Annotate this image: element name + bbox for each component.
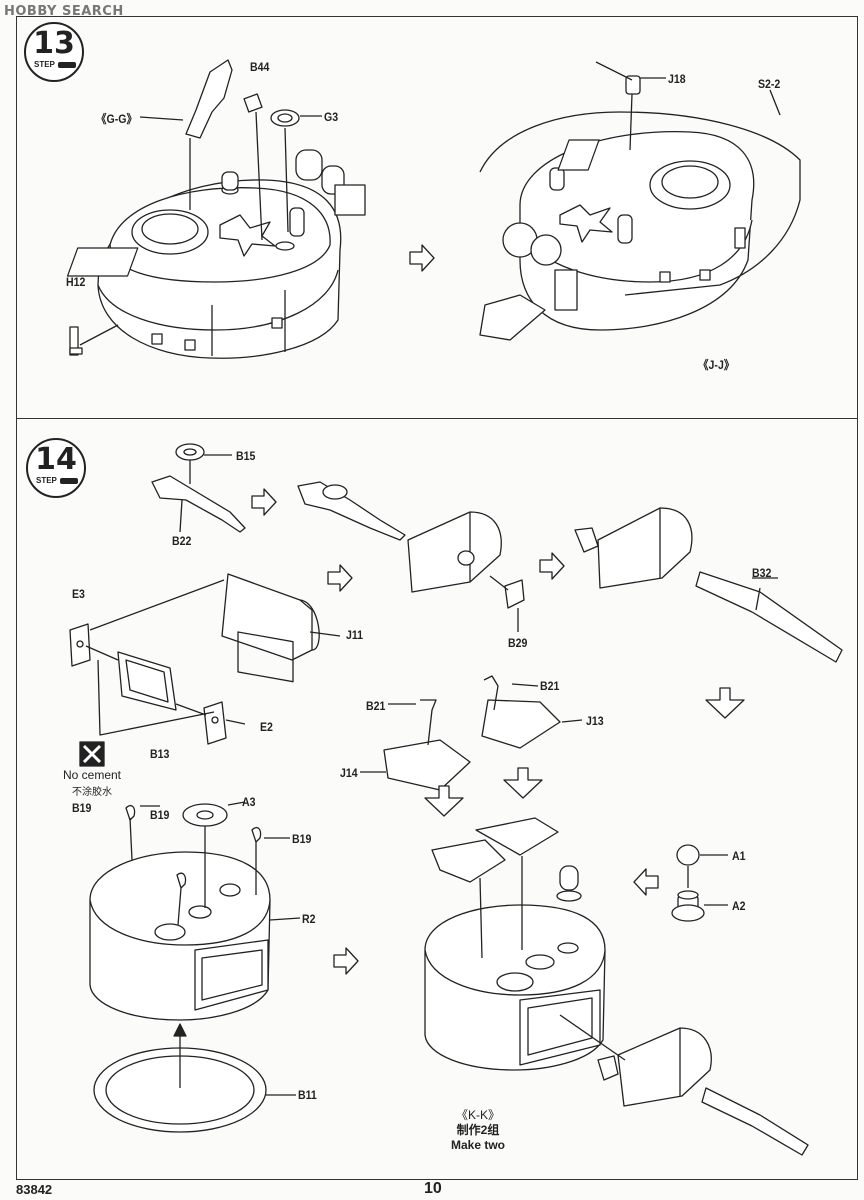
no-cement-symbol <box>79 741 105 767</box>
label-r2: R2 <box>302 912 316 926</box>
arrow-14b <box>539 552 565 580</box>
label-j14: J14 <box>340 766 358 780</box>
turret-ring-right <box>424 844 809 1156</box>
label-jj: 《J-J》 <box>698 358 735 372</box>
label-a3: A3 <box>242 795 256 809</box>
turret-13-left <box>66 59 366 359</box>
step-14-panel <box>16 418 858 1180</box>
hatch-assemblies <box>360 675 583 883</box>
make-two-en: Make two <box>450 1138 505 1152</box>
label-e2: E2 <box>260 720 273 734</box>
label-e3: E3 <box>72 587 85 601</box>
label-b29: B29 <box>508 636 528 650</box>
arrow-14c <box>327 564 353 592</box>
turret-13-right <box>479 61 801 341</box>
make-two-cn: 制作2组 <box>456 1123 500 1137</box>
periscope-assembly <box>69 573 341 745</box>
label-j18: J18 <box>668 72 686 86</box>
label-b19-mid: B19 <box>150 808 170 822</box>
label-a1: A1 <box>732 849 746 863</box>
label-b44: B44 <box>250 60 270 74</box>
label-gg: 《G-G》 <box>96 112 138 126</box>
arrow-14a <box>251 488 277 516</box>
label-b19-right: B19 <box>292 832 312 846</box>
label-j13: J13 <box>586 714 604 728</box>
gun-assembly <box>574 507 843 663</box>
arrow-14f <box>503 767 543 799</box>
page-number: 10 <box>424 1180 442 1197</box>
label-b32: B32 <box>752 566 772 580</box>
label-b19-left: B19 <box>72 801 92 815</box>
label-h12: H12 <box>66 275 86 289</box>
label-b13: B13 <box>150 747 170 761</box>
label-g3: G3 <box>324 110 339 124</box>
label-b11: B11 <box>298 1088 317 1102</box>
arrow-14h <box>333 947 359 975</box>
no-cement-en: No cement <box>62 768 122 782</box>
step-14-number: 14 <box>35 442 77 477</box>
step-13-badge: 13 STEP <box>24 22 84 82</box>
arrow-13 <box>409 244 435 272</box>
no-cement-cn: 不涂胶水 <box>72 787 112 798</box>
mantlet-assembly <box>297 481 525 632</box>
step-14-word: STEP <box>36 476 57 485</box>
kk-caption: 《K-K》 <box>455 1108 500 1122</box>
label-a2: A2 <box>732 899 746 913</box>
turret-ring-left <box>89 801 301 1133</box>
arrow-14d <box>705 687 745 719</box>
tank-icon <box>58 62 76 68</box>
arrow-14e <box>424 785 464 817</box>
step-14-badge: 14 STEP <box>26 438 86 498</box>
machine-gun-assembly <box>151 443 246 533</box>
label-s2-2: S2-2 <box>758 77 781 91</box>
tank-icon <box>60 478 78 484</box>
step-13-number: 13 <box>33 26 75 61</box>
label-j11: J11 <box>346 628 364 642</box>
label-b21-left: B21 <box>366 699 386 713</box>
watermark: HOBBY SEARCH <box>4 4 124 19</box>
label-b15: B15 <box>236 449 256 463</box>
step-13-word: STEP <box>34 60 55 69</box>
arrow-14g <box>633 868 659 896</box>
label-b22: B22 <box>172 534 192 548</box>
label-b21-right: B21 <box>540 679 560 693</box>
kit-number: 83842 <box>16 1182 53 1197</box>
